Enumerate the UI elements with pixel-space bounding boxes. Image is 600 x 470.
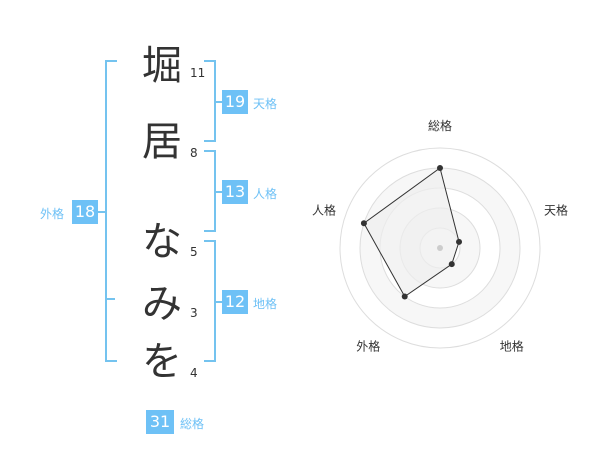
radar-point-2 [448, 261, 455, 268]
name-char-3: な [142, 219, 182, 265]
jinkaku-badge: 13 [222, 180, 248, 204]
gaikaku-bracket-tick [105, 298, 115, 300]
radar-axis-label-2: 地格 [500, 339, 524, 354]
tenkaku-bracket [204, 60, 216, 142]
radar-points [360, 165, 463, 300]
stroke-count-1: 11 [190, 66, 206, 80]
radar-axis-label-0: 総格 [428, 118, 452, 133]
radar-axis-label-3: 外格 [356, 339, 380, 354]
soukaku-label: 総格 [180, 417, 205, 431]
name-char-4: み [142, 281, 182, 327]
jinkaku-connector [216, 191, 222, 193]
radar-point-0 [437, 165, 443, 171]
chikaku-connector [216, 301, 222, 303]
radar-polygon [363, 167, 460, 298]
radar-axis-label-1: 天格 [544, 202, 568, 217]
name-char-1: 堀 [142, 43, 182, 89]
gaikaku-connector [98, 211, 105, 213]
chikaku-bracket [204, 240, 216, 362]
stroke-count-2: 8 [190, 146, 198, 160]
stroke-count-4: 3 [190, 306, 198, 320]
tenkaku-badge: 19 [222, 90, 248, 114]
stroke-count-5: 4 [190, 366, 198, 380]
radar-point-4 [360, 220, 367, 227]
gaikaku-bracket [105, 60, 117, 362]
name-char-2: 居 [142, 119, 182, 165]
chikaku-badge: 12 [222, 290, 248, 314]
radar-center-dot [437, 245, 443, 251]
gaikaku-label: 外格 [40, 207, 65, 221]
gaikaku-badge: 18 [72, 200, 98, 224]
tenkaku-connector [216, 101, 222, 103]
radar-point-1 [456, 238, 463, 245]
jinkaku-label: 人格 [253, 187, 278, 201]
name-char-5: を [142, 339, 182, 385]
tenkaku-label: 天格 [253, 97, 278, 111]
radar-point-3 [401, 293, 408, 300]
jinkaku-bracket [204, 150, 216, 232]
radar-axis-label-4: 人格 [312, 202, 336, 217]
chikaku-label: 地格 [253, 297, 278, 311]
soukaku-badge: 31 [146, 410, 174, 434]
stroke-count-3: 5 [190, 245, 198, 259]
